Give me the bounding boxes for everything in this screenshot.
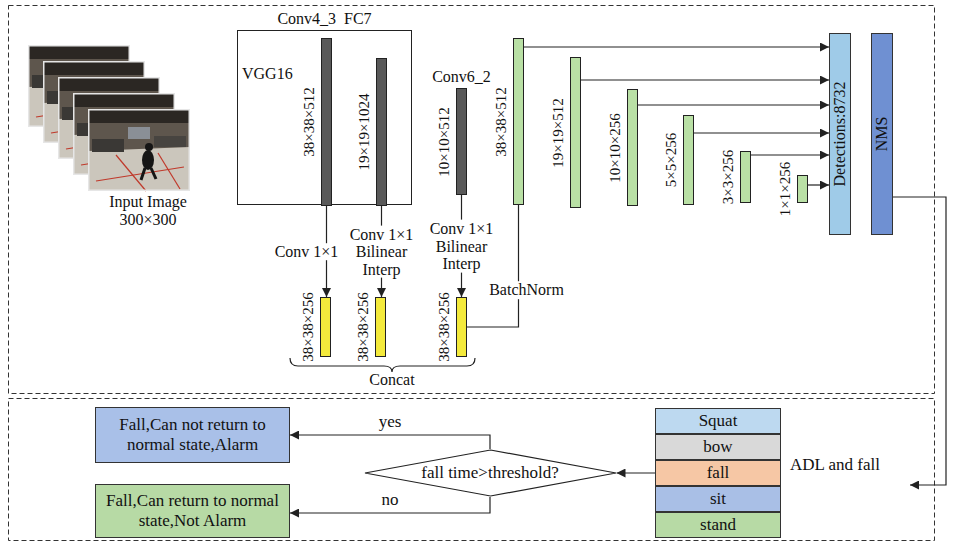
- edge-label: yes: [377, 413, 404, 432]
- edge-label: BatchNorm: [487, 281, 566, 299]
- box-text: Squat: [699, 411, 738, 431]
- feature-map-bar: 38×38×256: [320, 297, 331, 357]
- person-figure: [141, 143, 156, 180]
- edge-label: Conv 1×1 Bilinear Interp: [344, 225, 420, 278]
- connector: [751, 154, 829, 155]
- feature-map-bar: 38×38×512: [513, 38, 524, 205]
- feature-map-bar: 19×19×1024: [376, 58, 387, 206]
- input-frame: [88, 109, 190, 191]
- box-text: Detections:8732: [831, 82, 849, 187]
- feature-map-bar: 10×10×256: [627, 89, 638, 206]
- feature-map-bar: 5×5×256: [683, 115, 694, 205]
- feature-map-bar: Conv6_210×10×512: [456, 88, 467, 195]
- dimension-label: 1×1×256: [777, 162, 794, 216]
- concat-label: Concat: [352, 371, 432, 389]
- diamond-shape: [365, 450, 616, 496]
- box-text: Fall,Can not return to normal state,Alar…: [100, 415, 285, 454]
- connector: [808, 184, 829, 185]
- dimension-label: 10×10×512: [436, 107, 453, 176]
- dimension-label: 19×19×1024: [356, 94, 373, 171]
- alarm-box: Fall,Can not return to normal state,Alar…: [95, 407, 290, 463]
- edge-label: Conv 1×1: [273, 243, 341, 261]
- feature-map-bar: 19×19×512: [570, 57, 581, 208]
- box-text: sit: [710, 489, 726, 509]
- box-title: VGG16: [242, 65, 293, 83]
- box-text: fall: [707, 463, 730, 483]
- feature-map-bar: 3×3×256: [740, 151, 751, 203]
- dimension-label: 38×38×512: [301, 87, 318, 156]
- edge-label: Conv 1×1 Bilinear Interp: [424, 220, 500, 273]
- connector: [893, 197, 946, 485]
- dimension-label: 19×19×512: [550, 98, 567, 167]
- network-panel: [9, 6, 935, 394]
- feature-map-bar: 1×1×256: [797, 175, 808, 203]
- class-cell: Squat: [655, 408, 781, 434]
- connector: [694, 132, 829, 133]
- box-text: stand: [700, 515, 736, 535]
- feature-map-bar: 38×38×512: [321, 38, 332, 206]
- dimension-label: 3×3×256: [720, 150, 737, 204]
- dimension-label: 38×38×256: [300, 292, 317, 361]
- class-cell: bow: [655, 434, 781, 460]
- no-alarm-box: Fall,Can return to normal state,Not Alar…: [95, 484, 290, 538]
- layer-heading: Conv4_3 FC7: [277, 10, 371, 28]
- nms-box: NMS: [871, 33, 893, 235]
- image-caption: Input Image 300×300: [103, 193, 193, 230]
- edge-label: no: [380, 491, 401, 510]
- class-cell: fall: [655, 460, 781, 486]
- layer-heading: Conv6_2: [432, 68, 491, 86]
- box-text: bow: [703, 437, 732, 457]
- dimension-label: 10×10×256: [607, 113, 624, 182]
- box-text: NMS: [873, 117, 891, 152]
- box-text: fall time>threshold?: [421, 463, 559, 483]
- connector: [290, 435, 490, 449]
- dimension-label: 38×38×256: [355, 292, 372, 361]
- dimension-label: 5×5×256: [663, 133, 680, 187]
- decision-diamond: fall time>threshold?: [364, 449, 617, 497]
- feature-map-bar: 38×38×256: [456, 297, 467, 357]
- group-heading: ADL and fall: [790, 455, 880, 475]
- decision-panel: [9, 399, 935, 541]
- dimension-label: 38×38×256: [436, 292, 453, 361]
- class-cell: sit: [655, 486, 781, 512]
- class-cell: stand: [655, 512, 781, 538]
- box-text: Fall,Can return to normal state,Not Alar…: [100, 491, 285, 530]
- backbone-box: Conv4_3 FC7VGG1638×38×51219×19×1024: [237, 30, 412, 205]
- connector: [524, 46, 829, 47]
- dimension-label: 38×38×512: [493, 87, 510, 156]
- detections-box: Detections:8732: [829, 33, 851, 235]
- connector: [617, 472, 656, 473]
- connector: [638, 104, 829, 105]
- feature-map-bar: 38×38×256: [375, 297, 386, 357]
- class-stack: ADL and fall Squat bow fall sit stand: [655, 408, 910, 538]
- connector: [581, 79, 829, 80]
